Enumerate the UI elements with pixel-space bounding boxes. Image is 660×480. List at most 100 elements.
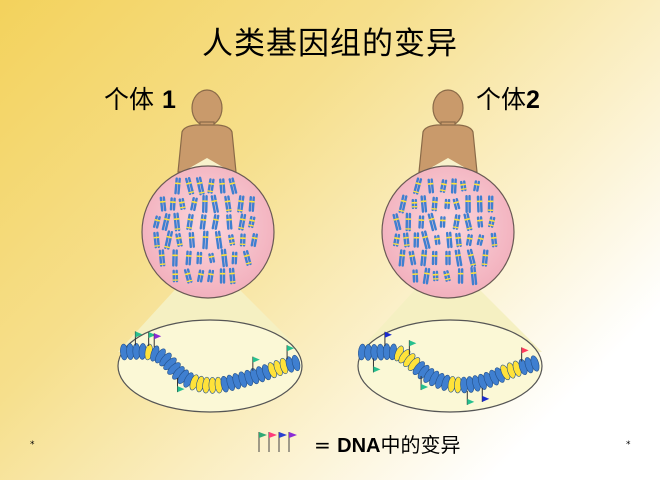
chromosome — [418, 215, 425, 229]
chromosome — [219, 178, 226, 194]
legend-flags-icon — [258, 432, 297, 452]
chromosome — [248, 196, 255, 212]
individual-2-text: 个体 — [476, 85, 527, 114]
chromosome — [490, 232, 498, 248]
chromosome — [172, 269, 179, 283]
chromosome — [195, 176, 205, 196]
individual-2-label: 个体2 — [476, 80, 540, 116]
legend-suffix: 中的变异 — [380, 432, 461, 457]
chromosome — [210, 194, 219, 214]
chromosome — [466, 248, 477, 268]
legend-dna: DNA — [337, 434, 381, 457]
chromosome — [250, 232, 258, 248]
chromosome — [202, 230, 209, 250]
variation-flag-icon — [408, 340, 417, 355]
variation-flags-1 — [134, 331, 295, 393]
chromosome — [196, 269, 205, 283]
chromosome — [434, 234, 441, 246]
dna-base-disc — [530, 355, 540, 372]
chromosome — [476, 216, 484, 228]
chromosome — [460, 180, 467, 192]
chromosome — [408, 250, 417, 266]
chromosome — [185, 250, 192, 266]
variation-flag-icon — [466, 390, 475, 405]
variation-flag-icon — [134, 331, 143, 346]
chromosome — [422, 267, 431, 285]
dna-base-disc — [291, 354, 301, 372]
chromosome — [207, 269, 215, 283]
chromosome — [405, 212, 412, 232]
chromosome — [174, 177, 181, 195]
chromosome — [411, 198, 418, 210]
variation-flags-2 — [372, 331, 529, 405]
chromosome — [444, 198, 451, 210]
variation-flag-icon — [420, 376, 429, 391]
chromosome — [178, 197, 186, 211]
chromosome — [161, 213, 171, 231]
person-2-icon — [418, 89, 478, 173]
legend-flag-icon — [288, 432, 297, 452]
chromosome — [476, 195, 483, 213]
chromosome — [226, 214, 233, 230]
dna-zoom-ellipse-1 — [117, 319, 303, 413]
chromosome — [190, 196, 198, 212]
individual-2-number: 2 — [526, 86, 540, 114]
chromosome — [427, 178, 435, 194]
chromosome — [454, 249, 463, 267]
chromosome — [208, 252, 216, 264]
chromosome — [220, 248, 228, 268]
chromosome — [169, 197, 176, 211]
individual-1-label: 个体 1 — [104, 80, 176, 116]
chromosome — [228, 177, 238, 195]
chromosome — [431, 196, 438, 212]
variation-flag-icon — [384, 331, 392, 346]
chromosome — [487, 195, 494, 213]
legend-equals: = — [314, 432, 338, 457]
chromosome — [188, 231, 195, 249]
chromosome — [393, 233, 401, 247]
chromosome — [228, 267, 236, 285]
chromosome — [420, 249, 428, 267]
chromosome — [207, 178, 215, 194]
chromosomes-1 — [152, 176, 258, 285]
chromosome — [214, 230, 223, 250]
dna-zoom-ellipse-2 — [357, 319, 543, 413]
chromosome — [239, 233, 246, 247]
chromosome — [465, 233, 473, 247]
legend: = DNA中的变异 — [256, 428, 460, 458]
variation-flag-icon — [252, 356, 260, 371]
legend-text: = DNA中的变异 — [314, 429, 460, 458]
chromosome — [231, 251, 238, 265]
chromosome — [158, 249, 166, 267]
chromosome — [398, 249, 406, 267]
chromosome — [199, 214, 207, 230]
variation-flag-icon — [372, 358, 381, 373]
chromosomes-2 — [392, 177, 498, 286]
chromosome — [432, 270, 439, 282]
chromosome — [224, 195, 232, 213]
variation-flag-icon — [148, 332, 156, 347]
chromosome — [431, 250, 438, 266]
chromosome — [152, 215, 161, 229]
chromosome — [164, 230, 174, 250]
chromosome — [242, 250, 252, 266]
chromosome — [219, 268, 226, 284]
individual-1-number: 1 — [161, 86, 176, 114]
chromosome — [175, 232, 183, 248]
legend-flag-icon — [278, 432, 287, 452]
chromosome — [476, 234, 485, 246]
legend-flag-icon — [258, 432, 267, 452]
chromosome — [211, 214, 220, 230]
dna-strand-1 — [120, 343, 301, 394]
individual-1-text: 个体 — [104, 85, 155, 114]
chromosome — [398, 194, 408, 214]
chromosome — [465, 194, 471, 214]
chromosome — [439, 179, 448, 193]
chromosome — [248, 215, 256, 229]
chromosome — [392, 213, 402, 231]
individual-1-group — [117, 89, 303, 413]
chromosome — [452, 198, 461, 210]
chromosome — [185, 176, 195, 195]
chromosome — [238, 213, 247, 231]
